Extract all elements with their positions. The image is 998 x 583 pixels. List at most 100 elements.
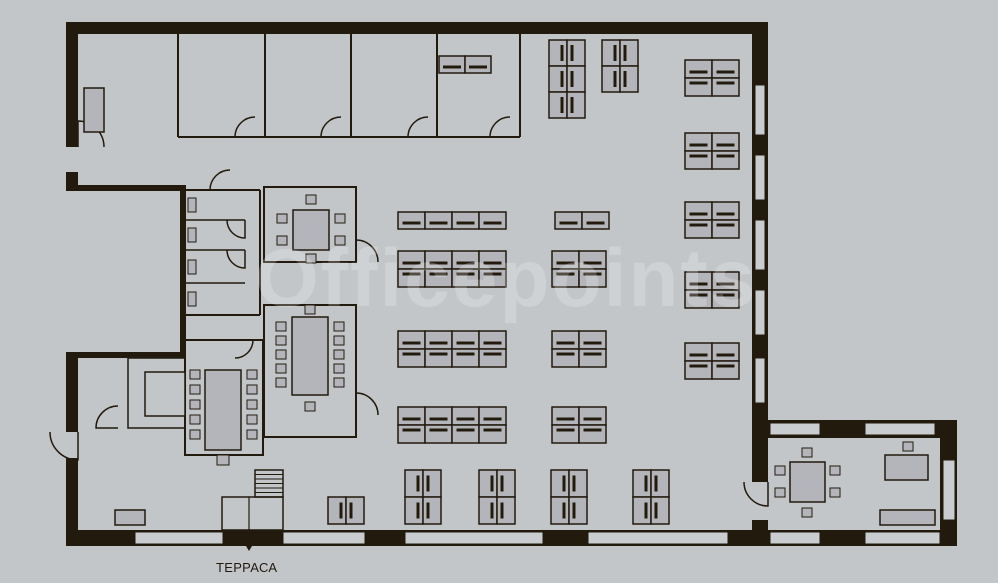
- chair-icon: [456, 272, 475, 276]
- toilet-icon: [187, 259, 197, 275]
- wall: [66, 458, 78, 546]
- window: [404, 531, 544, 545]
- desk-cluster: [327, 496, 365, 525]
- chair-icon: [644, 475, 648, 492]
- desk-cluster: [397, 406, 507, 444]
- desk: [451, 406, 480, 426]
- window: [769, 531, 821, 545]
- desk: [684, 342, 713, 362]
- chair: [774, 465, 786, 476]
- desk: [551, 250, 580, 270]
- window: [864, 422, 936, 436]
- desk: [601, 65, 621, 93]
- window: [754, 154, 766, 201]
- desk: [684, 289, 713, 309]
- chair: [246, 429, 258, 440]
- chair-icon: [689, 212, 708, 216]
- desk-cluster: [551, 330, 607, 368]
- chair: [189, 429, 201, 440]
- desk: [422, 469, 442, 498]
- chair-icon: [570, 71, 574, 87]
- chair: [829, 465, 841, 476]
- desk: [424, 406, 453, 426]
- chair-icon: [654, 475, 658, 492]
- desk: [578, 406, 607, 426]
- chair-icon: [500, 502, 504, 519]
- desk: [578, 330, 607, 350]
- desk: [711, 360, 740, 380]
- meeting-room-door: [355, 239, 379, 263]
- desk: [711, 342, 740, 362]
- chair-icon: [483, 352, 502, 356]
- meeting-table: [292, 209, 330, 251]
- chair: [216, 454, 230, 466]
- desk-cluster: [404, 469, 442, 525]
- chair-icon: [654, 502, 658, 519]
- chair-icon: [689, 223, 708, 227]
- chair: [246, 414, 258, 425]
- chair-icon: [456, 341, 475, 345]
- window: [587, 531, 729, 545]
- desk-cluster: [397, 211, 507, 230]
- chair-icon: [402, 352, 421, 356]
- desk: [424, 250, 453, 270]
- reception-inner: [144, 371, 186, 417]
- wall: [66, 352, 186, 358]
- arrow-down-icon: [246, 546, 252, 551]
- desk: [711, 201, 740, 221]
- conference-door: [234, 339, 254, 359]
- chair: [189, 414, 201, 425]
- chair-icon: [613, 71, 617, 87]
- desk: [424, 348, 453, 368]
- chair-icon: [500, 475, 504, 492]
- chair: [801, 447, 813, 458]
- chair: [304, 401, 316, 412]
- desk: [632, 496, 652, 525]
- desk: [478, 424, 507, 444]
- chair-icon: [402, 341, 421, 345]
- chair-icon: [572, 475, 576, 492]
- window: [282, 531, 366, 545]
- desk: [711, 132, 740, 152]
- desk: [650, 496, 670, 525]
- toilet-icon: [187, 227, 197, 243]
- wall: [66, 22, 78, 147]
- terrace-label: ТЕРРАСА: [216, 560, 278, 575]
- chair: [276, 235, 288, 246]
- chair-icon: [562, 502, 566, 519]
- desk-cluster: [397, 250, 507, 288]
- desk: [566, 39, 586, 67]
- chair-icon: [469, 65, 487, 69]
- desk-cluster: [548, 39, 586, 119]
- desk: [496, 469, 516, 498]
- chair-icon: [429, 221, 448, 225]
- sofa: [83, 87, 105, 133]
- chair-icon: [560, 71, 564, 87]
- annex-door: [743, 481, 769, 507]
- desk: [554, 211, 583, 230]
- desk: [451, 211, 480, 230]
- chair-icon: [483, 272, 502, 276]
- chair-icon: [689, 143, 708, 147]
- desk: [684, 219, 713, 239]
- desk: [478, 496, 498, 525]
- wall: [66, 352, 78, 432]
- chair-icon: [716, 81, 735, 85]
- desk: [478, 469, 498, 498]
- chair: [333, 321, 345, 332]
- chair-icon: [402, 221, 421, 225]
- chair-icon: [429, 272, 448, 276]
- chair-icon: [402, 428, 421, 432]
- sofa: [114, 509, 146, 526]
- chair-icon: [490, 502, 494, 519]
- desk: [568, 496, 588, 525]
- meeting-table: [291, 316, 329, 396]
- chair: [305, 253, 317, 264]
- chair-icon: [556, 428, 575, 432]
- annex-table: [789, 461, 826, 503]
- window: [754, 84, 766, 136]
- chair: [902, 441, 914, 452]
- desk: [711, 271, 740, 291]
